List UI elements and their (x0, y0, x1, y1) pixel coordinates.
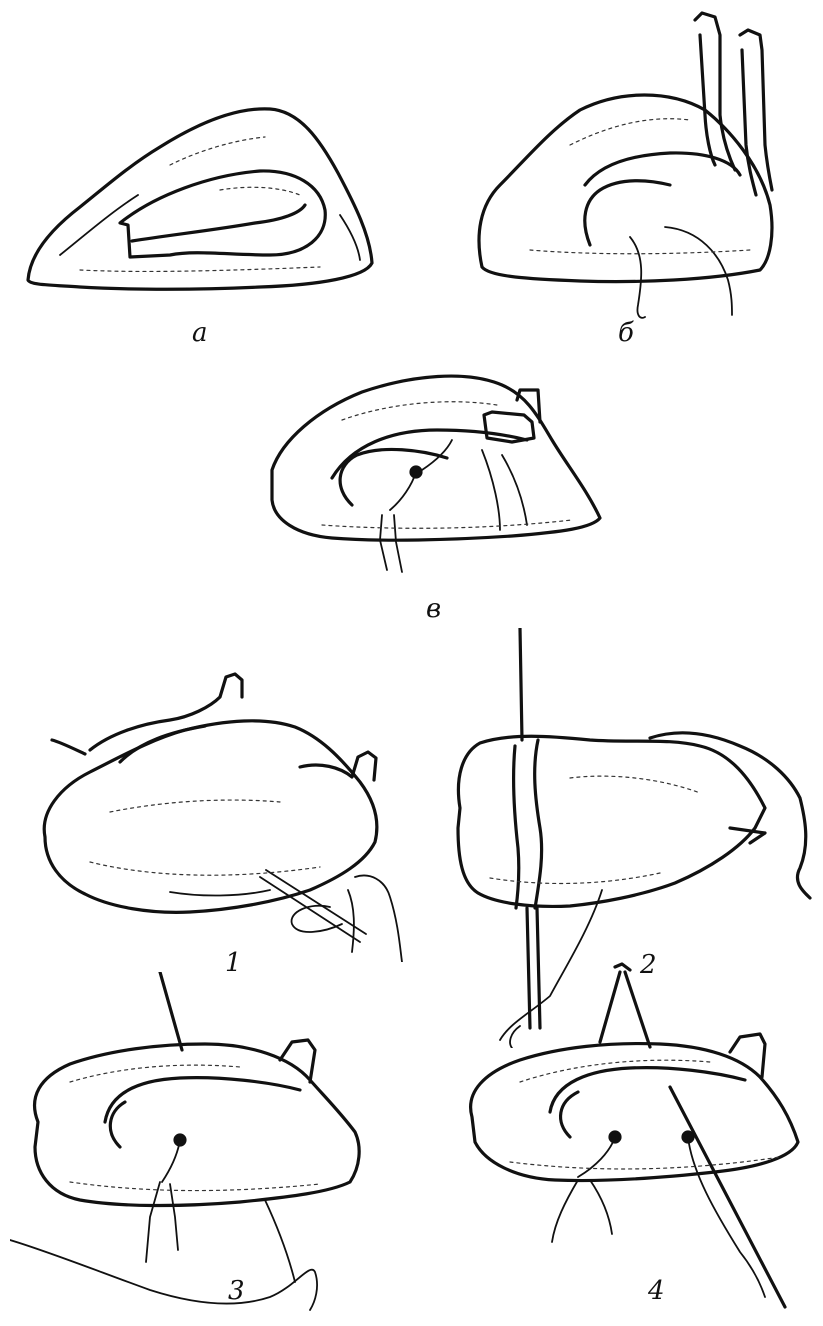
figure-4-bird-drawing (460, 962, 810, 1312)
figure-4-label: 4 (648, 1276, 665, 1306)
figure-3-bird-drawing (10, 972, 370, 1312)
figure-3-label: 3 (228, 1276, 245, 1306)
figure-v-bird-drawing (262, 360, 612, 575)
figure-b-bird-drawing (470, 5, 800, 325)
figure-b-label: б (618, 318, 634, 348)
figure-a-bird-drawing (20, 95, 380, 310)
figure-a-label: а (192, 318, 208, 348)
figure-1-bird-drawing (30, 662, 420, 962)
figure-v-label: в (426, 594, 441, 624)
